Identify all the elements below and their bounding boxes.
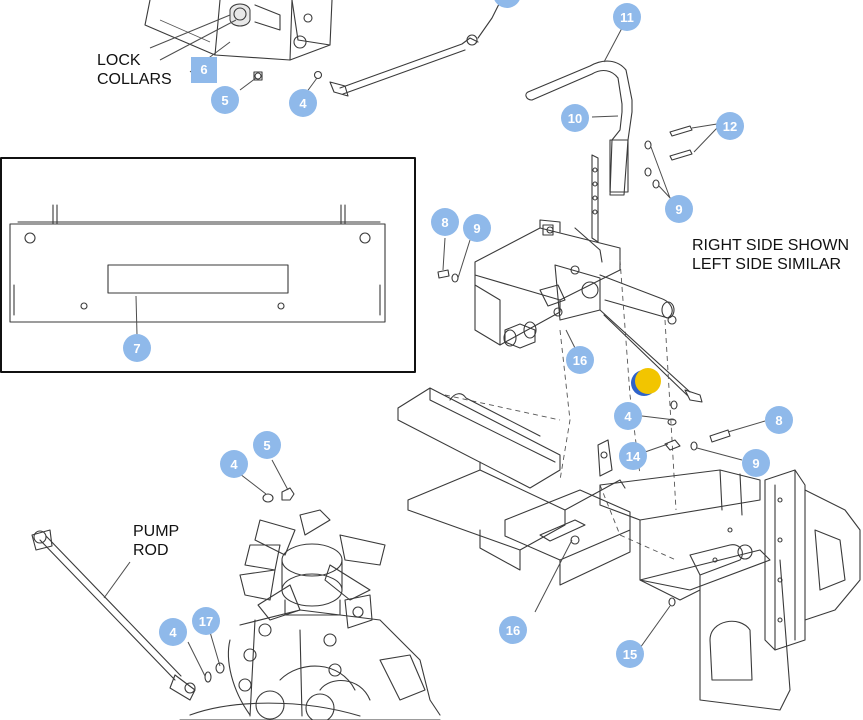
side-note-label: RIGHT SIDE SHOWN LEFT SIDE SIMILAR bbox=[692, 236, 849, 274]
callout-10: 10 bbox=[561, 104, 589, 132]
svg-text:8: 8 bbox=[775, 413, 782, 428]
top-linkage-rod bbox=[253, 1, 501, 97]
svg-text:14: 14 bbox=[626, 449, 641, 464]
pump-rod bbox=[31, 529, 225, 701]
svg-text:9: 9 bbox=[473, 221, 480, 236]
callout-8-left: 8 bbox=[431, 208, 459, 236]
callout-6-square: 6 bbox=[191, 57, 217, 83]
svg-text:4: 4 bbox=[169, 625, 177, 640]
callout-16-upper: 16 bbox=[566, 346, 594, 374]
callout-5-pump: 5 bbox=[253, 431, 281, 459]
callout-5-top: 5 bbox=[211, 86, 239, 114]
part-7-plate bbox=[9, 204, 386, 336]
callout-12: 12 bbox=[716, 112, 744, 140]
callout-4-pump: 4 bbox=[220, 450, 248, 478]
control-handle bbox=[525, 60, 633, 243]
svg-text:4: 4 bbox=[299, 96, 307, 111]
side-note-line-1: RIGHT SIDE SHOWN bbox=[692, 237, 850, 254]
svg-text:12: 12 bbox=[723, 119, 737, 134]
svg-text:10: 10 bbox=[568, 111, 582, 126]
svg-text:11: 11 bbox=[620, 10, 634, 25]
callout-16-lower: 16 bbox=[499, 616, 527, 644]
svg-text:15: 15 bbox=[623, 647, 637, 662]
svg-text:4: 4 bbox=[230, 457, 238, 472]
inset-frame bbox=[0, 157, 416, 373]
callout-4-top: 4 bbox=[289, 89, 317, 117]
main-frame bbox=[397, 387, 861, 711]
pivot-hardware bbox=[639, 400, 766, 649]
pump-top-hardware bbox=[239, 459, 295, 503]
callout-17: 17 bbox=[192, 607, 220, 635]
callout-4-rod: 4 bbox=[159, 618, 187, 646]
svg-text:8: 8 bbox=[441, 215, 448, 230]
handle-hardware bbox=[591, 27, 718, 201]
pointer-cursor-marker bbox=[635, 368, 661, 394]
callout-14: 14 bbox=[619, 442, 647, 470]
lock-collars-label: LOCK COLLARS bbox=[97, 51, 172, 89]
lock-collars-line-1: LOCK bbox=[97, 52, 141, 69]
pump-rod-line-2: ROD bbox=[133, 542, 169, 559]
lock-collars-line-2: COLLARS bbox=[97, 71, 172, 88]
callout-9-right: 9 bbox=[742, 449, 770, 477]
hydraulic-pump bbox=[179, 509, 441, 720]
callout-4-pivot: 4 bbox=[614, 402, 642, 430]
callout-partial-top bbox=[494, 0, 520, 8]
svg-text:9: 9 bbox=[675, 202, 682, 217]
svg-text:16: 16 bbox=[506, 623, 520, 638]
callout-7: 7 bbox=[123, 334, 151, 362]
callout-9-handle: 9 bbox=[665, 195, 693, 223]
callout-9-left: 9 bbox=[463, 214, 491, 242]
top-bracket-assembly bbox=[144, 0, 333, 61]
svg-text:5: 5 bbox=[221, 93, 228, 108]
callout-15: 15 bbox=[616, 640, 644, 668]
svg-text:5: 5 bbox=[263, 438, 270, 453]
svg-text:7: 7 bbox=[133, 341, 140, 356]
callout-8-right: 8 bbox=[765, 406, 793, 434]
control-mechanism bbox=[437, 219, 703, 403]
svg-text:9: 9 bbox=[752, 456, 759, 471]
svg-text:17: 17 bbox=[199, 614, 213, 629]
pump-rod-line-1: PUMP bbox=[133, 523, 180, 540]
side-note-line-2: LEFT SIDE SIMILAR bbox=[692, 256, 842, 273]
pump-rod-label: PUMP ROD bbox=[133, 522, 179, 560]
callout-11: 11 bbox=[613, 3, 641, 31]
svg-text:4: 4 bbox=[624, 409, 632, 424]
svg-text:16: 16 bbox=[573, 353, 587, 368]
